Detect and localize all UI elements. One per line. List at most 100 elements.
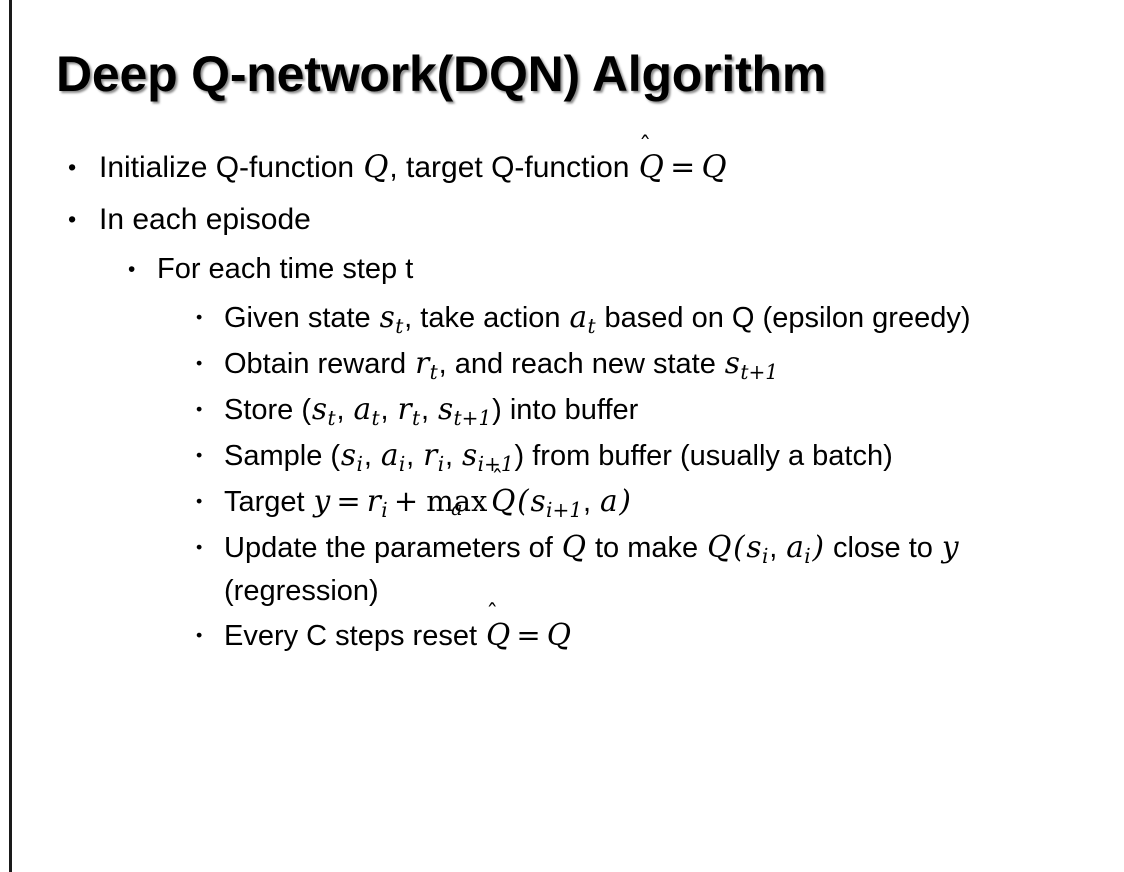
bullet-reset-target-network-text: Every C steps reset ̂Q=Q [224, 614, 1084, 658]
bullet-marker: • [196, 490, 203, 511]
math-r: ri [422, 437, 445, 476]
math-s-next: st+1 [437, 391, 492, 430]
text-comma: , [583, 485, 600, 518]
bullet-marker: • [196, 352, 203, 373]
math-a: at [569, 299, 597, 338]
text-comma-3: , [445, 439, 462, 472]
bullet-given-state: • Given state st, take action at based o… [196, 296, 1124, 341]
math-q-hat: ̂Q [490, 480, 516, 523]
text-lead: Store ( [224, 393, 312, 426]
bullet-marker: • [196, 306, 203, 327]
math-y: y [941, 529, 959, 564]
math-r: ri [366, 483, 389, 522]
math-r-base: r [366, 483, 381, 518]
math-s: si [340, 437, 364, 476]
math-r-base: r [397, 391, 412, 426]
text-comma-1: , [363, 439, 380, 472]
text-mid: to make [586, 531, 707, 564]
bullet-marker: • [196, 624, 203, 645]
bullet-reset-target-network: • Every C steps reset ̂Q=Q [196, 614, 1124, 658]
math-q-hat: ̂Q [485, 614, 511, 657]
text-comma-3: , [420, 393, 438, 426]
text-comma-2: , [380, 393, 397, 426]
bullet-marker: • [196, 536, 203, 557]
text-tail: ) from buffer (usually a batch) [514, 439, 893, 472]
text-lead: Given state [224, 301, 379, 334]
text-comma-2: , [406, 439, 423, 472]
math-equals: = [516, 617, 541, 652]
math-s-subscript: i [356, 451, 363, 476]
bullet-store-transition: • Store (st, at, rt, st+1) into buffer [196, 388, 1124, 433]
math-a-subscript: t [587, 314, 596, 339]
slide-title: Deep Q-network(DQN) Algorithm [56, 46, 827, 102]
math-s-base: s [379, 299, 395, 334]
math-a-base: a [380, 437, 399, 472]
math-r-subscript: i [381, 497, 388, 522]
bullet-initialize-text: Initialize Q-function Q, target Q-functi… [99, 146, 1124, 190]
math-q-tail: Q [546, 617, 571, 652]
math-r-base: r [415, 345, 430, 380]
math-s-subscript: t [327, 405, 336, 430]
math-r: rt [414, 345, 438, 384]
math-s-next-base: s [530, 483, 546, 518]
math-a: ai [785, 530, 811, 568]
math-y: y [313, 483, 331, 518]
text-lead: Every C steps reset [224, 619, 486, 652]
math-a-subscript: i [804, 543, 811, 568]
math-max-underscript: a [451, 496, 463, 520]
math-s-base: s [724, 345, 740, 380]
math-plus: + [393, 483, 419, 518]
bullet-store-transition-text: Store ( s t, at, rt, st+1) into buffer [224, 388, 1084, 433]
math-a: a [600, 483, 618, 518]
math-s-subscript: t [395, 314, 404, 339]
bullet-for-each-time-step: • For each time step t [128, 249, 1124, 291]
math-q-hat-base: Q [491, 483, 516, 518]
math-s-next-subscript: i+1 [546, 497, 583, 522]
bullet-marker: • [68, 154, 77, 180]
math-a-base: a [353, 391, 372, 426]
math-a: at [353, 391, 381, 430]
math-equals: = [670, 150, 696, 185]
math-q-1: Q [561, 529, 587, 564]
text-mid: , and reach new state [438, 347, 724, 380]
bullet-for-each-time-step-text: For each time step t [157, 253, 414, 286]
bullet-target-equation-text: Target y=ri+maxâQ(si+1, a) [224, 480, 1084, 525]
text-comma-1: , [336, 393, 353, 426]
text-mid: , target Q-function [389, 151, 638, 184]
math-a-subscript: i [398, 451, 406, 476]
math-s-next-subscript: t+1 [453, 405, 492, 430]
text-comma: , [769, 531, 786, 564]
bullet-list: • Initialize Q-function Q, target Q-func… [0, 146, 1124, 658]
bullet-marker: • [196, 444, 203, 465]
text-tail-2: (regression) [224, 574, 379, 607]
bullet-sample-batch-text: Sample (si, ai, ri, si+1) from buffer (u… [224, 434, 1084, 479]
text-tail: close to [824, 531, 941, 564]
math-s-subscript: i [761, 543, 769, 568]
bullet-obtain-reward: • Obtain reward rt, and reach new state … [196, 342, 1124, 387]
left-edge-rule [9, 0, 12, 872]
math-r-subscript: i [437, 451, 445, 476]
math-paren-close: ) [812, 529, 825, 564]
math-r-base: r [423, 437, 438, 472]
math-max-label: max [426, 483, 488, 518]
math-a-base: a [569, 299, 588, 334]
bullet-target-equation: • Target y=ri+maxâQ(si+1, a) [196, 480, 1124, 525]
bullet-in-each-episode: • In each episode [68, 198, 1124, 241]
math-s-next: si+1 [530, 483, 583, 522]
bullet-initialize: • Initialize Q-function Q, target Q-func… [68, 146, 1124, 190]
text-lead: Target [224, 485, 313, 518]
text-lead: Sample ( [224, 439, 341, 472]
math-s-next-base: s [437, 391, 454, 426]
text-mid: , take action [404, 301, 569, 334]
math-equals: = [336, 483, 361, 518]
math-s-base: s [340, 437, 357, 472]
math-r-subscript: t [429, 360, 438, 384]
math-r: rt [397, 391, 421, 430]
math-q-tail: Q [701, 150, 727, 185]
math-s: st+1 [724, 345, 779, 384]
math-s-base: s [746, 529, 762, 564]
text-tail: ) into buffer [492, 393, 639, 426]
math-paren-open: ( [733, 529, 745, 564]
